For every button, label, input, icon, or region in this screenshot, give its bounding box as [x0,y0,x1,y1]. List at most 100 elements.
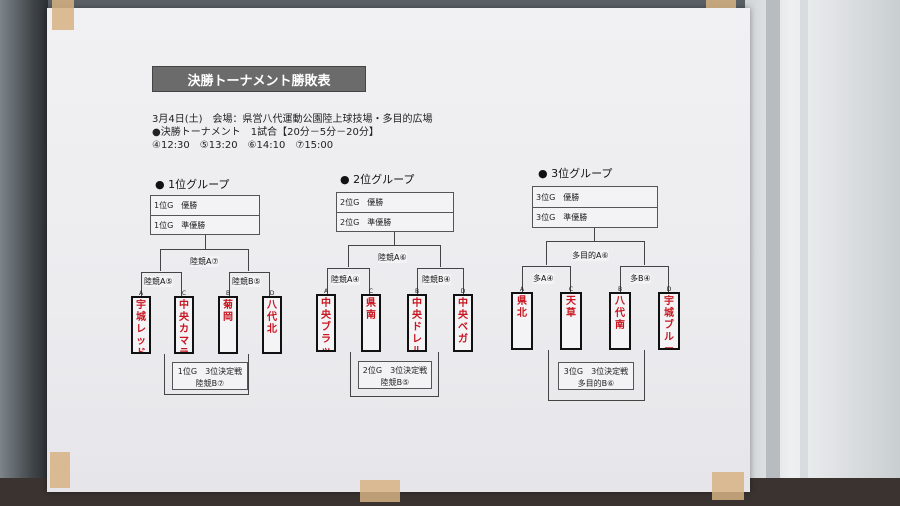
semi-right-label: 陸競B④ [422,274,451,285]
third-place-title: 2位G 3位決定戦 [362,366,428,375]
semi-left-label: 多A④ [533,273,554,284]
semi-left-label: 陸競A④ [331,274,360,285]
slot-letter: B [414,288,420,295]
bracket-line [644,350,645,400]
winner-cell: 2位G 優勝 [340,198,384,207]
team-slot-a: 県北 [511,292,533,350]
bracket-line [548,400,645,401]
bracket-line [417,268,463,269]
bracket-line [369,268,370,294]
bracket-line [141,272,181,273]
bracket-line [522,266,570,267]
bracket-line [248,354,249,394]
bracket-line [546,241,547,265]
winner-cell: 3位G 優勝 [536,192,580,202]
third-place-venue: 多目的B⑥ [577,379,615,388]
team-slot-c: 天草 [560,292,582,350]
bracket-line [463,268,464,294]
bracket-line [548,350,549,400]
bracket-line [229,272,230,296]
slot-letter: C [368,288,374,295]
bracket-line [164,354,165,394]
sheet-title: 決勝トーナメント勝敗表 [152,66,366,92]
team-slot-b: 菊岡 [218,296,238,354]
winner-cell: 1位G 優勝 [154,201,198,210]
slot-letter: D [666,286,672,293]
window-mullion-2 [800,0,808,506]
bracket-line [668,266,669,292]
wall-left [0,0,48,506]
team-slot-d: 宇城ブルー [658,292,680,350]
info-format: ●決勝トーナメント 1試合【20分－5分－20分】 [152,127,379,138]
semi-right-label: 多B④ [630,273,651,284]
slot-letter: B [225,290,231,297]
third-place-box: 2位G 3位決定戦 陸競B⑤ [358,361,432,389]
bracket-line [327,268,369,269]
slot-letter: B [617,286,623,293]
bracket-line [620,266,621,292]
result-box: 2位G 優勝 2位G 準優勝 [336,192,454,232]
window-mullion [766,0,780,506]
slot-letter: D [460,288,466,295]
bracket-line [205,235,206,249]
bracket-line [644,241,645,265]
team-slot-d: 八代北 [262,296,282,354]
info-date-venue: 3月4日(土) 会場：県営八代運動公園陸上球技場・多目的広場 [152,114,433,125]
bracket-line [181,272,182,296]
bracket-line [570,266,571,292]
bracket-line [160,249,161,271]
third-place-venue: 陸競B⑤ [380,378,410,387]
slot-letter: A [138,290,144,297]
team-slot-a: 中央ブラックス [316,294,336,352]
bracket-line [620,266,668,267]
bracket-line [229,272,269,273]
third-place-box: 3位G 3位決定戦 多目的B⑥ [558,362,634,390]
bracket-line [160,249,248,250]
bracket-line [269,272,270,296]
third-place-venue: 陸競B⑦ [195,379,225,388]
final-label: 多目的A⑥ [572,250,609,261]
group-heading: ● 1位グループ [155,178,230,191]
slot-letter: A [323,288,329,295]
team-slot-d: 中央ベガ [453,294,473,352]
team-slot-c: 中央カマラ [174,296,194,354]
bracket-line [546,241,644,242]
tape-top-right [706,0,736,8]
bracket-line [594,228,595,241]
runner-up-cell: 2位G 準優勝 [337,212,453,231]
bracket-line [438,352,439,396]
semi-left-label: 陸競A⑤ [144,276,173,287]
bracket-line [350,352,351,396]
bracket-line [141,272,142,296]
bracket-line [417,268,418,294]
team-slot-a: 宇城レッド [131,296,151,354]
slot-letter: D [269,290,275,297]
bracket-line [327,268,328,294]
team-slot-c: 県南 [361,294,381,352]
slot-letter: A [519,286,525,293]
runner-up-cell: 1位G 準優勝 [151,215,259,234]
bracket-line [164,394,249,395]
tape-bottom-left [50,452,70,488]
tape-top-left [52,0,74,30]
tape-bottom-right [712,472,744,500]
bracket-line [394,232,395,245]
bracket-line [248,249,249,271]
result-box: 3位G 優勝 3位G 準優勝 [532,186,658,228]
final-label: 陸競A⑦ [190,256,219,267]
slot-letter: C [568,286,574,293]
semi-right-label: 陸競B⑤ [232,276,261,287]
group-heading: ● 2位グループ [340,173,415,186]
tape-bottom-center [360,480,400,502]
group-heading: ● 3位グループ [538,167,613,180]
final-label: 陸競A⑥ [378,252,407,263]
runner-up-cell: 3位G 準優勝 [533,207,657,227]
info-times: ④12:30 ⑤13:20 ⑥14:10 ⑦15:00 [152,140,334,151]
slot-letter: C [181,290,187,297]
team-slot-b: 八代南 [609,292,631,350]
third-place-box: 1位G 3位決定戦 陸競B⑦ [172,362,248,390]
team-slot-b: 中央ドレル [407,294,427,352]
bracket-line [440,245,441,267]
bracket-line [350,396,439,397]
third-place-title: 1位G 3位決定戦 [177,367,243,376]
